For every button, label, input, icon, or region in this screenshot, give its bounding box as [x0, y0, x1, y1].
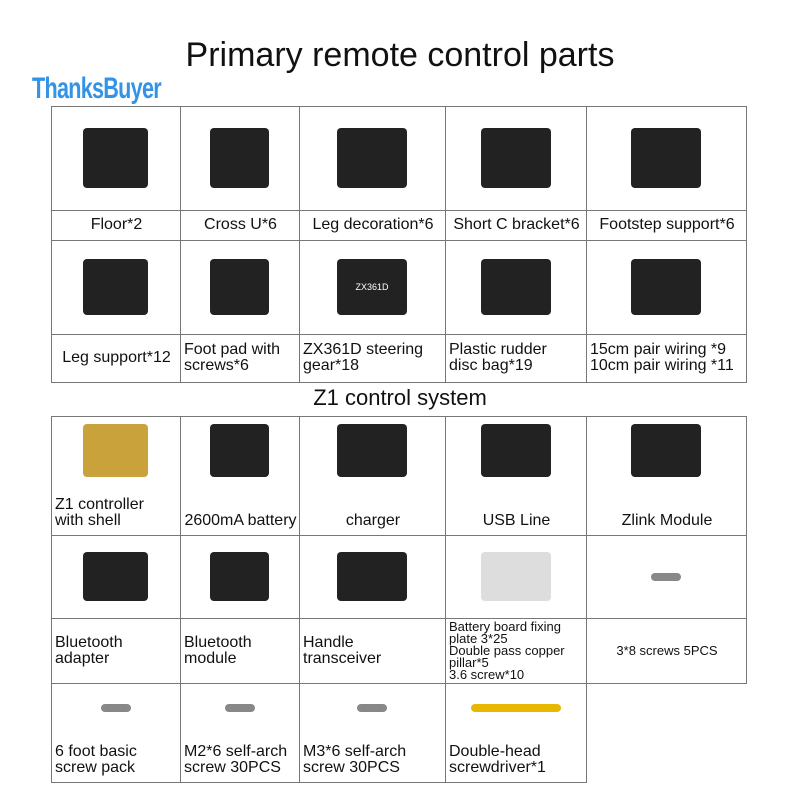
c-bracket-icon: [480, 128, 551, 188]
cell-divider: [299, 618, 445, 619]
part-label: Bluetooth module: [184, 633, 252, 667]
part-cell: [180, 240, 300, 383]
part-label: Plastic rudder disc bag*19: [449, 341, 547, 374]
part-label: USB Line: [482, 512, 551, 529]
gamepad-icon: [337, 551, 407, 602]
footstep-support-icon: [631, 128, 701, 188]
part-cell: [586, 106, 747, 241]
cell-divider: [586, 618, 746, 619]
usb-cable-icon: [480, 423, 551, 478]
part-cell: [51, 535, 181, 684]
part-label: Foot pad with screws*6: [184, 341, 281, 374]
cell-divider: [445, 618, 586, 619]
wiring-icon: [631, 258, 701, 316]
part-cell: [586, 240, 747, 383]
zlink-module-icon: [631, 423, 701, 478]
controller-board-icon: [83, 423, 148, 478]
part-cell: [51, 106, 181, 241]
part-label: Short C bracket*6: [453, 216, 580, 233]
part-cell: [586, 416, 747, 536]
cell-divider: [445, 210, 586, 211]
leg-support-icon: [83, 258, 148, 316]
part-cell: [299, 683, 446, 783]
part-cell: [445, 240, 587, 383]
cell-divider: [586, 334, 746, 335]
rudder-disc-icon: [480, 258, 551, 316]
part-cell: [445, 106, 587, 241]
floor-plate-icon: [83, 128, 148, 188]
screw-icon: [357, 703, 387, 712]
part-label: Battery board fixing plate 3*25 Double p…: [449, 618, 565, 682]
part-label: Cross U*6: [204, 216, 277, 233]
cell-divider: [180, 618, 299, 619]
part-label: M3*6 self-arch screw 30PCS: [303, 743, 407, 776]
part-cell: [299, 416, 446, 536]
part-cell: [586, 535, 747, 684]
part-cell: [299, 106, 446, 241]
leg-decoration-icon: [337, 128, 407, 188]
part-label: 6 foot basic screw pack: [55, 743, 137, 776]
part-label: charger: [345, 512, 401, 529]
part-label: M2*6 self-arch screw 30PCS: [184, 743, 288, 776]
screw-icon: [651, 572, 681, 581]
fixing-plate-icon: [480, 551, 551, 602]
foot-pad-icon: [209, 258, 270, 316]
cell-divider: [51, 334, 180, 335]
part-label: 15cm pair wiring *9 10cm pair wiring *11: [590, 341, 734, 374]
part-label: ZX361D steering gear*18: [303, 341, 424, 374]
cell-divider: [51, 210, 180, 211]
part-label: Z1 controller with shell: [55, 496, 144, 529]
part-cell: [51, 240, 181, 383]
bluetooth-module-icon: [209, 551, 270, 602]
part-cell: [180, 683, 300, 783]
part-cell: [180, 535, 300, 684]
screw-icon: [224, 703, 255, 712]
cell-divider: [299, 210, 445, 211]
cell-divider: [180, 334, 299, 335]
cell-divider: [299, 334, 445, 335]
part-label: Floor*2: [90, 216, 143, 233]
page-title: Primary remote control parts: [185, 36, 615, 74]
cell-divider: [586, 210, 746, 211]
part-label: Footstep support*6: [599, 216, 735, 233]
bluetooth-adapter-icon: [83, 551, 148, 602]
part-label: 2600mA battery: [184, 512, 297, 529]
part-label: 3*8 screws 5PCS: [616, 642, 718, 658]
section-title-control-system: Z1 control system: [313, 385, 487, 410]
part-label: Bluetooth adapter: [55, 633, 123, 667]
part-label: Double-head screwdriver*1: [449, 743, 546, 776]
part-cell: [445, 535, 587, 684]
charger-icon: [337, 423, 407, 478]
part-cell: [445, 416, 587, 536]
screwdriver-icon: [470, 703, 561, 712]
part-label: Handle transceiver: [303, 633, 382, 667]
cross-u-bracket-icon: [209, 128, 270, 188]
part-label: Zlink Module: [621, 512, 713, 529]
part-cell: [445, 683, 587, 783]
part-label: Leg decoration*6: [312, 216, 434, 233]
part-cell: [180, 106, 300, 241]
part-cell: [299, 535, 446, 684]
part-cell: [180, 416, 300, 536]
cell-divider: [180, 210, 299, 211]
part-cell: [51, 416, 181, 536]
part-cell: [299, 240, 446, 383]
servo-icon: ZX361D: [337, 258, 407, 316]
thanksbuyer-logo: ThanksBuyer: [32, 72, 162, 105]
battery-icon: [209, 423, 270, 478]
screw-icon: [100, 703, 131, 712]
cell-divider: [445, 334, 586, 335]
cell-divider: [51, 618, 180, 619]
part-label: Leg support*12: [62, 349, 171, 366]
part-cell: [51, 683, 181, 783]
